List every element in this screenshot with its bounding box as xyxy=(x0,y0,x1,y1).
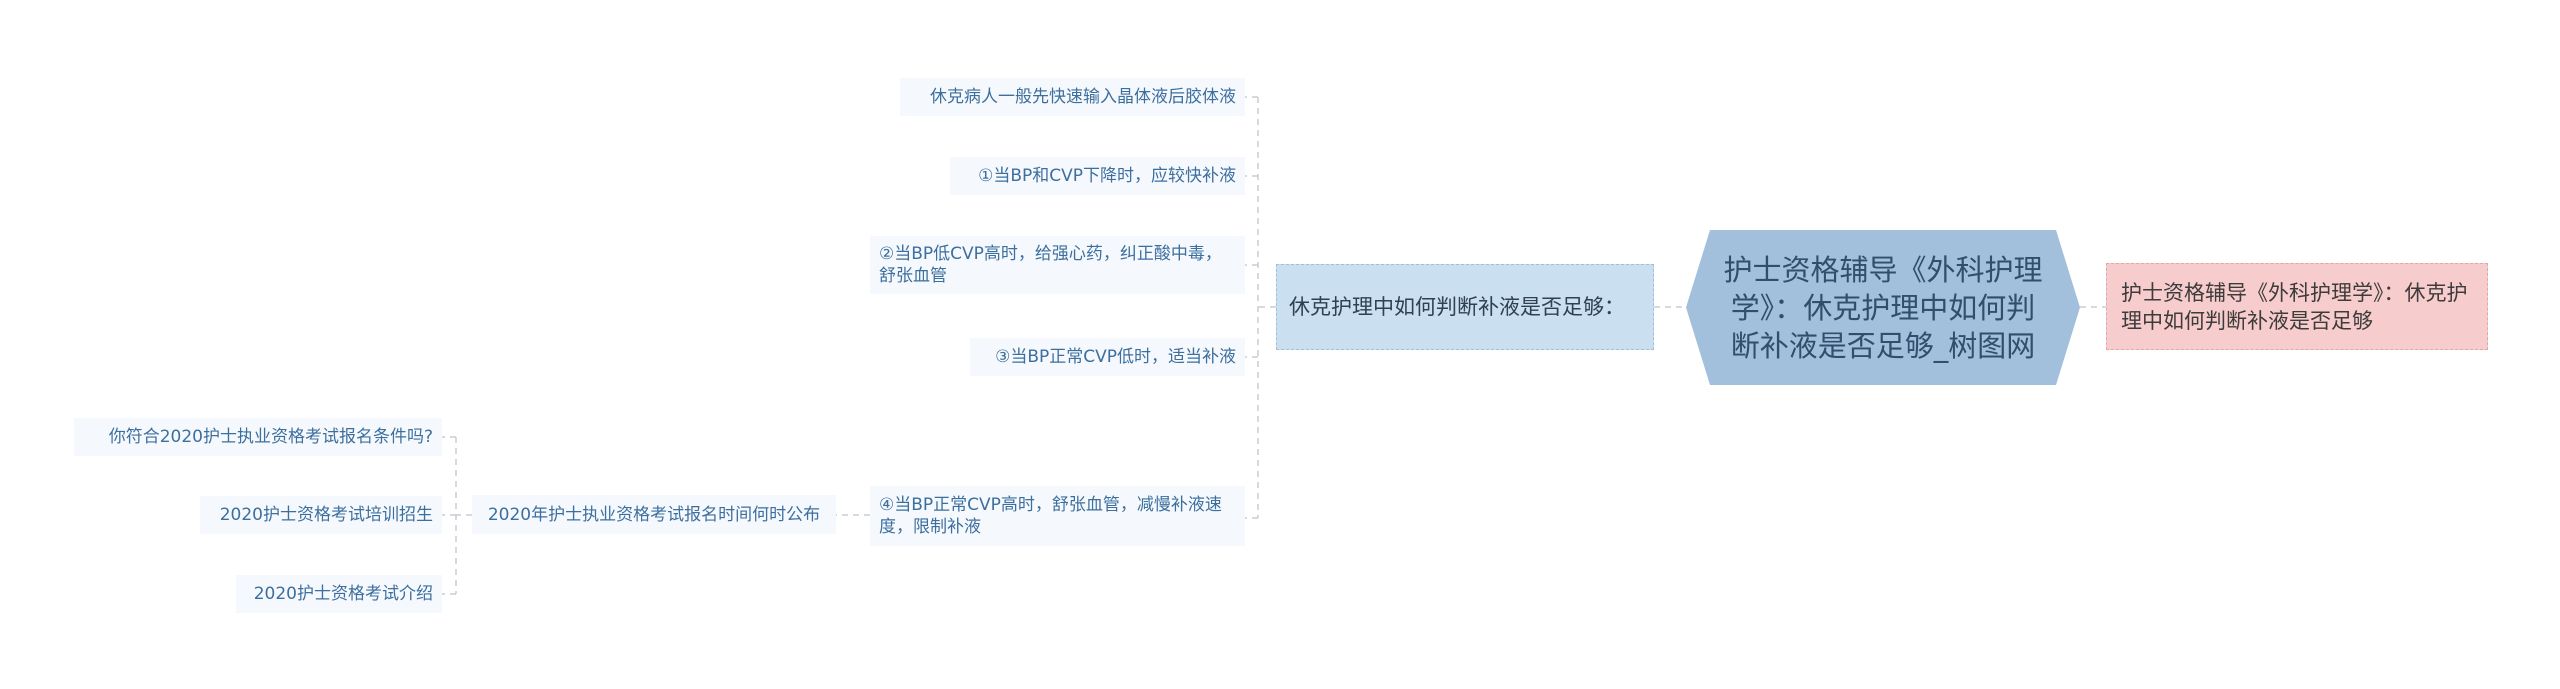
left-child-node-5[interactable]: ④当BP正常CVP高时，舒张血管，减慢补液速度，限制补液 xyxy=(870,486,1245,546)
sub-child-label-2: 2020护士资格考试培训招生 xyxy=(219,505,433,525)
sub-topic-node[interactable]: 2020年护士执业资格考试报名时间何时公布 xyxy=(472,495,836,534)
sub-child-label-3: 2020护士资格考试介绍 xyxy=(253,584,433,604)
sub-child-node-3[interactable]: 2020护士资格考试介绍 xyxy=(236,575,442,613)
left-child-label-3: ②当BP低CVP高时，给强心药，纠正酸中毒，舒张血管 xyxy=(879,244,1222,286)
left-branch-node[interactable]: 休克护理中如何判断补液是否足够： xyxy=(1276,264,1654,350)
sub-child-node-2[interactable]: 2020护士资格考试培训招生 xyxy=(200,496,442,534)
left-child-node-1[interactable]: 休克病人一般先快速输入晶体液后胶体液 xyxy=(900,78,1245,116)
left-child-node-4[interactable]: ③当BP正常CVP低时，适当补液 xyxy=(970,338,1245,376)
left-child-node-3[interactable]: ②当BP低CVP高时，给强心药，纠正酸中毒，舒张血管 xyxy=(870,236,1245,294)
sub-child-label-1: 你符合2020护士执业资格考试报名条件吗? xyxy=(108,427,433,447)
left-child-label-4: ③当BP正常CVP低时，适当补液 xyxy=(995,347,1236,367)
connector-left-spine xyxy=(1257,97,1276,518)
right-branch-label: 护士资格辅导《外科护理学》：休克护理中如何判断补液是否足够 xyxy=(2121,280,2468,333)
left-child-label-1: 休克病人一般先快速输入晶体液后胶体液 xyxy=(930,87,1236,107)
sub-topic-label: 2020年护士执业资格考试报名时间何时公布 xyxy=(487,504,821,525)
right-branch-node[interactable]: 护士资格辅导《外科护理学》：休克护理中如何判断补液是否足够 xyxy=(2106,263,2488,350)
central-topic[interactable]: 护士资格辅导《外科护理学》：休克护理中如何判断补液是否足够_树图网 xyxy=(1686,230,2080,385)
left-child-label-2: ①当BP和CVP下降时，应较快补液 xyxy=(978,166,1236,186)
left-child-node-2[interactable]: ①当BP和CVP下降时，应较快补液 xyxy=(950,157,1245,195)
central-topic-label: 护士资格辅导《外科护理学》：休克护理中如何判断补液是否足够_树图网 xyxy=(1723,252,2043,363)
left-branch-label: 休克护理中如何判断补液是否足够： xyxy=(1289,295,1625,319)
sub-child-node-1[interactable]: 你符合2020护士执业资格考试报名条件吗? xyxy=(74,418,442,456)
connector-sub-spine xyxy=(455,437,472,594)
left-child-label-5: ④当BP正常CVP高时，舒张血管，减慢补液速度，限制补液 xyxy=(879,495,1222,537)
